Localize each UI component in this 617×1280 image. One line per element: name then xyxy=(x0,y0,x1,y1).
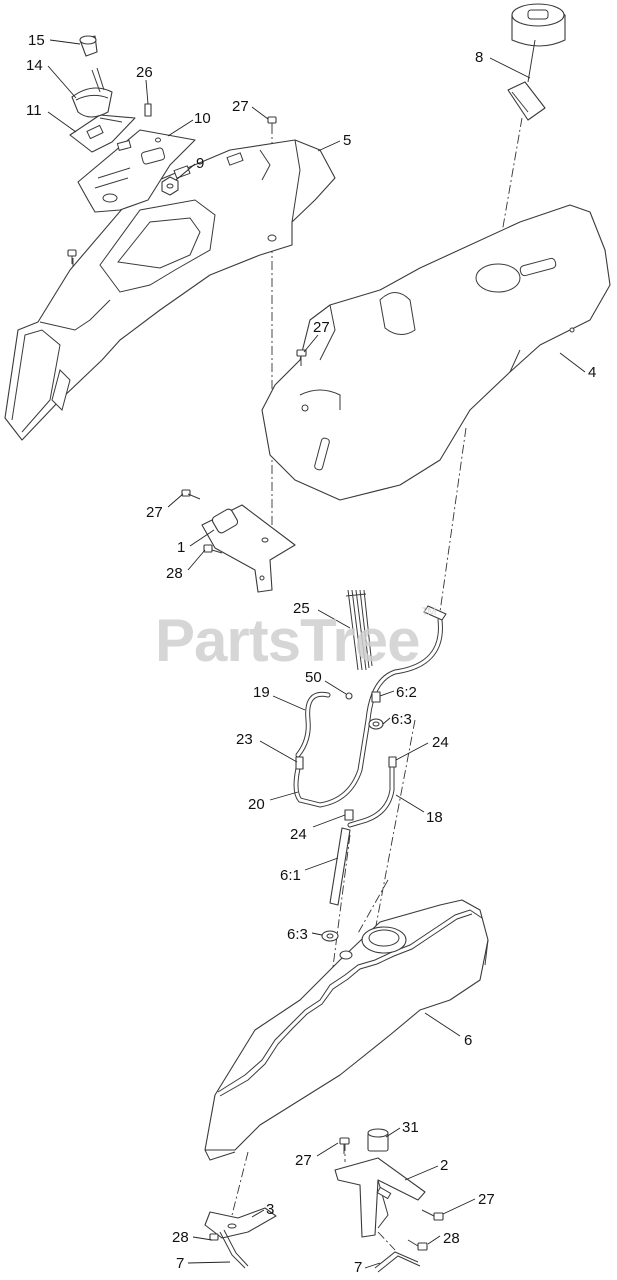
fuel-hoses xyxy=(293,605,447,828)
callout-24-upper: 24 xyxy=(432,734,449,751)
callout-5: 5 xyxy=(343,132,351,149)
callout-23: 23 xyxy=(236,731,253,748)
part-31-bumper xyxy=(367,1128,389,1152)
part-7-strap-right xyxy=(374,1251,421,1273)
part-24-clamp-upper xyxy=(388,756,397,768)
part-2-tank-bracket xyxy=(334,1157,426,1238)
callout-8: 8 xyxy=(475,49,483,66)
callout-18: 18 xyxy=(426,809,443,826)
bolt-27-lower xyxy=(339,1137,350,1154)
callout-6: 6 xyxy=(464,1032,472,1049)
callout-28-bracket: 28 xyxy=(166,565,183,582)
callout-10: 10 xyxy=(194,110,211,127)
part-14-throttle-lever xyxy=(71,67,113,118)
part-6-fuel-tank xyxy=(204,899,489,1161)
part-6-3-grommet-lower xyxy=(321,930,339,942)
part-10-control-plate xyxy=(77,129,196,213)
bolt-left-cover xyxy=(67,249,77,264)
bolt-27-bracket xyxy=(181,489,201,500)
part-6-2-fitting xyxy=(371,691,381,703)
callout-26: 26 xyxy=(136,64,153,81)
part-4-rear-fender xyxy=(261,204,611,501)
part-26-screw xyxy=(144,103,152,117)
callout-11: 11 xyxy=(26,102,42,119)
callout-28-right: 28 xyxy=(443,1230,460,1247)
callout-6-2: 6:2 xyxy=(396,684,417,701)
callout-27-lower: 27 xyxy=(295,1152,312,1169)
callout-7-right: 7 xyxy=(354,1259,362,1276)
callout-31: 31 xyxy=(402,1119,419,1136)
callout-4: 4 xyxy=(588,364,596,381)
callout-28-left: 28 xyxy=(172,1229,189,1246)
callout-3: 3 xyxy=(266,1201,274,1218)
part-15-knob xyxy=(79,35,98,57)
part-9-nut xyxy=(161,176,179,196)
part-25-cable-ties xyxy=(345,589,373,671)
callout-25: 25 xyxy=(293,600,310,617)
part-7-strap-left xyxy=(219,1229,249,1269)
part-1-latch-bracket xyxy=(201,504,296,593)
part-11-throttle-plate xyxy=(69,114,136,153)
part-6-3-grommet-upper xyxy=(368,718,384,730)
part-6-1-pickup-tube xyxy=(329,827,351,906)
part-5-console-cover xyxy=(4,139,336,441)
callout-27-bracket: 27 xyxy=(146,504,163,521)
callout-24-lower: 24 xyxy=(290,826,307,843)
part-3-tank-bracket xyxy=(204,1207,277,1239)
watermark-trademark: TM xyxy=(421,606,437,618)
callout-2: 2 xyxy=(440,1157,448,1174)
callout-27-upper: 27 xyxy=(232,98,249,115)
part-8-fuel-cap xyxy=(507,3,566,121)
callout-27-right: 27 xyxy=(478,1191,495,1208)
callout-9: 9 xyxy=(196,155,204,172)
callout-20: 20 xyxy=(248,796,265,813)
callout-15: 15 xyxy=(28,32,45,49)
callout-19: 19 xyxy=(253,684,270,701)
callout-27-fender: 27 xyxy=(313,319,330,336)
part-50-fitting xyxy=(345,692,353,700)
callout-6-3-upper: 6:3 xyxy=(391,711,412,728)
callout-6-1: 6:1 xyxy=(280,867,301,884)
bolt-28-right xyxy=(407,1239,428,1251)
callout-50: 50 xyxy=(305,669,322,686)
bolt-27-fender xyxy=(296,349,307,366)
part-23-clamp xyxy=(295,756,304,770)
callout-labels: 15 14 26 11 10 27 5 9 8 27 4 27 1 28 25 … xyxy=(26,32,596,1276)
callout-6-3-lower: 6:3 xyxy=(287,926,308,943)
bolt-27-upper xyxy=(267,116,277,133)
callout-14: 14 xyxy=(26,57,43,74)
watermark-text: PartsTree xyxy=(155,607,421,674)
bolt-28-left xyxy=(209,1233,219,1241)
bolt-28-bracket xyxy=(203,544,223,554)
part-24-clamp-lower xyxy=(344,809,354,821)
leader-lines xyxy=(47,39,586,1269)
callout-1: 1 xyxy=(177,539,185,556)
bolt-27-right xyxy=(421,1209,444,1221)
callout-7-left: 7 xyxy=(176,1255,184,1272)
